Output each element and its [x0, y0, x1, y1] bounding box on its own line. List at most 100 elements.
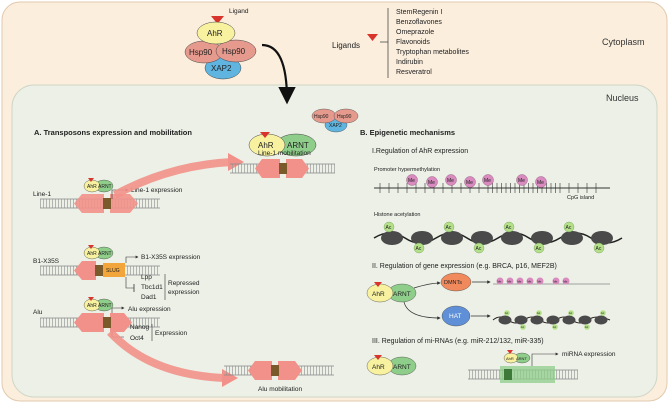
part2-ahr-arnt-complex: AhR ARNT [366, 282, 417, 303]
translocation-arrow [261, 43, 296, 105]
to-dmnt-arrow [413, 281, 441, 289]
transposon-core [271, 365, 279, 376]
transposon-arrow-left [74, 261, 96, 280]
acetyl-mark-label: Ac [536, 246, 542, 252]
ahr-text: AhR [506, 356, 514, 361]
repress-bar [125, 277, 134, 289]
gene-label: Lpp [141, 274, 152, 281]
methyl-mark-label: Me [507, 280, 511, 284]
acetyl-mark-label: Ac [416, 246, 422, 252]
acetyl-mark [563, 221, 575, 233]
methyl-mark [506, 277, 514, 285]
line1-target-dna: Line-1 mobilitation [230, 150, 335, 178]
methyl-mark [552, 277, 560, 285]
nucleosome [498, 315, 512, 325]
xap2-text: XAP2 [329, 123, 342, 129]
ligands-label: Ligands [332, 41, 360, 50]
acetyl-mark-label: Ac [553, 325, 557, 329]
transposon-arrow-left [255, 159, 280, 178]
section-a-title: A. Transposons expression and mobilitati… [34, 128, 192, 137]
methyl-mark [516, 174, 528, 186]
alu-expression-label: Alu expression [128, 306, 171, 313]
arnt-text: ARNT [393, 291, 411, 298]
methyl-mark-label: Me [527, 280, 531, 284]
acetyl-mark [520, 324, 526, 330]
expression-arrow [111, 306, 125, 313]
methyl-mark [426, 176, 438, 188]
gene-label: Nanog [130, 324, 150, 331]
hsp90-text-left: Hsp90 [189, 48, 213, 57]
acetyl-mark-label: Ac [386, 225, 392, 231]
methyl-mark-label: Me [447, 178, 454, 184]
ligand-triangle [88, 178, 94, 182]
arnt-text: ARNT [516, 356, 527, 361]
methyl-mark [526, 277, 534, 285]
acetyl-mark-label: Ac [446, 225, 452, 231]
methyl-mark [464, 176, 476, 188]
acetyl-mark [413, 242, 425, 254]
transposon-core [279, 163, 287, 174]
nucleosome [562, 315, 576, 325]
histone-label: Histone acetylation [374, 212, 420, 218]
methyl-mark [496, 277, 504, 285]
ahr-text: AhR [87, 184, 97, 190]
response-element [504, 369, 512, 380]
mirna-expression-arrow [531, 352, 559, 366]
line1-expression-label: Line-1 expression [131, 187, 183, 194]
acetyl-mark [552, 324, 558, 330]
ahr-protein [503, 352, 519, 364]
cpg-island-label: CpG island [567, 195, 594, 201]
acetyl-mark-label: Ac [601, 311, 605, 315]
methyl-mark [445, 174, 457, 186]
acetyl-mark-label: Ac [506, 225, 512, 231]
line1-mobilization-arrow [113, 158, 233, 199]
ligand-item: Resveratrol [396, 69, 432, 76]
methyl-mark [516, 277, 524, 285]
gene-label: Dad1 [141, 294, 157, 301]
arnt-text: ARNT [98, 303, 112, 309]
acetyl-mark [600, 310, 606, 316]
acetyl-mark [584, 324, 590, 330]
to-hat-arrow [403, 301, 441, 320]
nucleosome [591, 231, 613, 245]
nucleosome [594, 315, 608, 325]
acetyl-mark-label: Ac [596, 246, 602, 252]
methyl-mark [562, 277, 570, 285]
ligand-triangle [374, 355, 382, 360]
transposon-arrow-right [110, 194, 138, 213]
transposon-arrow-right [286, 159, 309, 178]
methyl-mark-label: Me [517, 280, 521, 284]
hsp90-text-right: Hsp90 [337, 114, 352, 120]
part3-ahr-arnt-complex: AhR ARNT [366, 355, 417, 376]
section-b-part3: III. Regulation of mi-RNAs (e.g. miR-212… [372, 338, 544, 345]
gene-label: Tbc1d1 [141, 284, 163, 291]
nucleus-label: Nucleus [606, 93, 639, 103]
acetyl-mark-label: Ac [585, 325, 589, 329]
transposon-arrow-left [248, 361, 272, 380]
transposon-core [103, 317, 111, 328]
nucleosome [471, 231, 493, 245]
acetyl-mark-label: Ac [566, 225, 572, 231]
alu-target-dna: Alu mobilitation [224, 361, 334, 393]
ligand-item: Indirubin [396, 59, 423, 66]
methyl-mark-label: Me [497, 280, 501, 284]
arnt-text: ARNT [393, 364, 411, 371]
acetyl-mark [503, 221, 515, 233]
ligand-item: StemRegenin I [396, 9, 442, 16]
nucleosome [530, 315, 544, 325]
ligand-label: Ligand [229, 8, 249, 15]
methyl-mark [482, 174, 494, 186]
gene-label: Oct4 [130, 335, 144, 342]
cytoplasmic-ahr-complex: Ligand AhR Hsp90 Hsp90 XAP2 [184, 8, 257, 80]
arnt-text: ARNT [287, 141, 309, 150]
arnt-text: ARNT [98, 184, 112, 190]
methyl-mark [536, 277, 544, 285]
acetyl-mark [383, 221, 395, 233]
ligands-triangle [367, 34, 378, 41]
repressed-label-2: expression [168, 289, 200, 296]
released-chaperones: Hsp90 Hsp90 XAP2 [311, 108, 359, 133]
alu-label: Alu [33, 309, 43, 316]
